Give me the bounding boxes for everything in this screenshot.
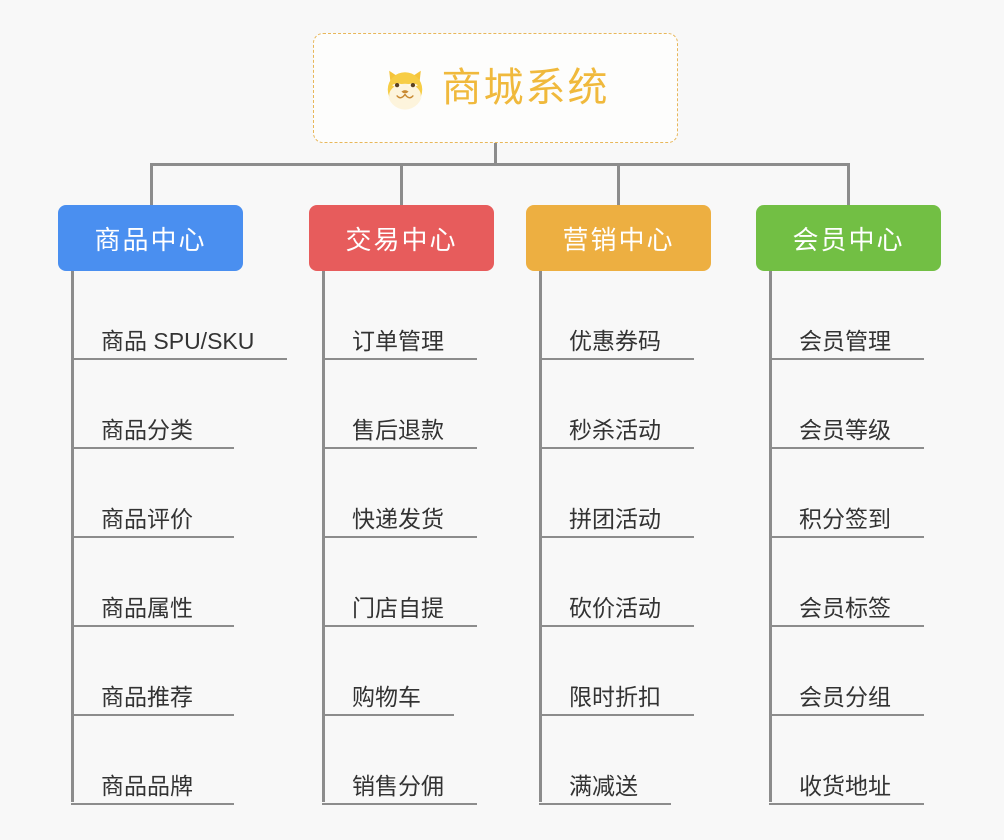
leaf-underline xyxy=(769,358,924,360)
leaf-label: 商品推荐 xyxy=(101,683,193,710)
connector-drop-4 xyxy=(847,163,850,208)
leaf-item[interactable]: 商品分类 xyxy=(71,360,243,449)
root-title: 商城系统 xyxy=(441,66,610,110)
category-header-4-label: 会员中心 xyxy=(792,224,905,255)
leaf-item[interactable]: 满减送 xyxy=(539,716,711,805)
connector-root-stem xyxy=(494,143,497,165)
leaf-item[interactable]: 商品推荐 xyxy=(71,627,243,716)
branch-column-4: 会员中心 会员管理 会员等级 积分签到 会员标签 会员分组 xyxy=(756,205,941,805)
leaf-label: 商品 SPU/SKU xyxy=(101,327,255,354)
leaf-item[interactable]: 优惠券码 xyxy=(539,271,711,360)
leaf-item[interactable]: 商品 SPU/SKU xyxy=(71,271,287,360)
leaf-label: 会员等级 xyxy=(799,416,891,443)
leaf-label: 商品分类 xyxy=(101,416,193,443)
leaf-item[interactable]: 销售分佣 xyxy=(322,716,494,805)
leaf-label: 购物车 xyxy=(352,683,421,710)
leaf-label: 会员管理 xyxy=(799,327,891,354)
leaf-label: 优惠券码 xyxy=(569,327,661,354)
leaf-underline xyxy=(71,625,234,627)
leaf-label: 砍价活动 xyxy=(569,594,661,621)
leaf-underline xyxy=(71,714,234,716)
leaf-item[interactable]: 会员管理 xyxy=(769,271,941,360)
leaf-label: 销售分佣 xyxy=(352,772,444,799)
leaf-item[interactable]: 快递发货 xyxy=(322,449,494,538)
connector-drop-1 xyxy=(150,163,153,208)
leaf-underline xyxy=(539,803,671,805)
leaf-underline xyxy=(769,803,924,805)
leaf-label: 满减送 xyxy=(569,772,638,799)
leaf-label: 会员标签 xyxy=(799,594,891,621)
branch-column-1: 商品中心 商品 SPU/SKU 商品分类 商品评价 商品属性 商品推荐 xyxy=(58,205,287,805)
leaf-item[interactable]: 砍价活动 xyxy=(539,538,711,627)
leaf-label: 快递发货 xyxy=(352,505,444,532)
leaf-underline xyxy=(322,536,477,538)
leaf-label: 会员分组 xyxy=(799,683,891,710)
leaf-list-4: 会员管理 会员等级 积分签到 会员标签 会员分组 收货地址 xyxy=(769,271,941,805)
leaf-underline xyxy=(322,714,454,716)
leaf-list-2: 订单管理 售后退款 快递发货 门店自提 购物车 销售分佣 xyxy=(322,271,494,805)
leaf-list-1: 商品 SPU/SKU 商品分类 商品评价 商品属性 商品推荐 商品品牌 xyxy=(71,271,287,805)
leaf-list-3: 优惠券码 秒杀活动 拼团活动 砍价活动 限时折扣 满减送 xyxy=(539,271,711,805)
leaf-label: 商品属性 xyxy=(101,594,193,621)
leaf-item[interactable]: 商品品牌 xyxy=(71,716,243,805)
leaf-underline xyxy=(322,803,477,805)
leaf-item[interactable]: 商品评价 xyxy=(71,449,243,538)
leaf-label: 商品品牌 xyxy=(101,772,193,799)
leaf-label: 订单管理 xyxy=(352,327,444,354)
leaf-item[interactable]: 积分签到 xyxy=(769,449,941,538)
connector-drop-3 xyxy=(617,163,620,208)
leaf-underline xyxy=(769,714,924,716)
category-header-1[interactable]: 商品中心 xyxy=(58,205,243,271)
branch-column-2: 交易中心 订单管理 售后退款 快递发货 门店自提 购物车 xyxy=(309,205,494,805)
leaf-underline xyxy=(71,358,287,360)
leaf-item[interactable]: 秒杀活动 xyxy=(539,360,711,449)
leaf-item[interactable]: 门店自提 xyxy=(322,538,494,627)
category-header-2[interactable]: 交易中心 xyxy=(309,205,494,271)
leaf-underline xyxy=(539,625,694,627)
leaf-label: 限时折扣 xyxy=(569,683,661,710)
leaf-item[interactable]: 售后退款 xyxy=(322,360,494,449)
connector-horizontal-bar xyxy=(150,163,850,166)
leaf-label: 商品评价 xyxy=(101,505,193,532)
leaf-underline xyxy=(769,536,924,538)
leaf-underline xyxy=(769,625,924,627)
leaf-underline xyxy=(539,358,694,360)
leaf-label: 积分签到 xyxy=(799,505,891,532)
category-header-4[interactable]: 会员中心 xyxy=(756,205,941,271)
leaf-underline xyxy=(71,536,234,538)
leaf-label: 秒杀活动 xyxy=(569,416,661,443)
branch-column-3: 营销中心 优惠券码 秒杀活动 拼团活动 砍价活动 限时折扣 xyxy=(526,205,711,805)
leaf-label: 门店自提 xyxy=(352,594,444,621)
shiba-dog-face-icon xyxy=(382,65,428,111)
leaf-label: 售后退款 xyxy=(352,416,444,443)
leaf-item[interactable]: 会员标签 xyxy=(769,538,941,627)
leaf-underline xyxy=(769,447,924,449)
leaf-label: 收货地址 xyxy=(799,772,891,799)
category-header-1-label: 商品中心 xyxy=(94,224,207,255)
leaf-underline xyxy=(539,536,694,538)
leaf-item[interactable]: 会员等级 xyxy=(769,360,941,449)
connector-drop-2 xyxy=(400,163,403,208)
leaf-underline xyxy=(322,447,477,449)
category-header-2-label: 交易中心 xyxy=(345,224,458,255)
category-header-3-label: 营销中心 xyxy=(562,224,675,255)
leaf-item[interactable]: 商品属性 xyxy=(71,538,243,627)
leaf-label: 拼团活动 xyxy=(569,505,661,532)
leaf-item[interactable]: 收货地址 xyxy=(769,716,941,805)
leaf-underline xyxy=(71,803,234,805)
leaf-underline xyxy=(322,625,477,627)
leaf-underline xyxy=(539,447,694,449)
leaf-underline xyxy=(322,358,477,360)
leaf-item[interactable]: 限时折扣 xyxy=(539,627,711,716)
leaf-item[interactable]: 拼团活动 xyxy=(539,449,711,538)
leaf-underline xyxy=(539,714,694,716)
leaf-item[interactable]: 订单管理 xyxy=(322,271,494,360)
category-header-3[interactable]: 营销中心 xyxy=(526,205,711,271)
root-node[interactable]: 商城系统 xyxy=(313,33,678,143)
leaf-item[interactable]: 购物车 xyxy=(322,627,494,716)
leaf-item[interactable]: 会员分组 xyxy=(769,627,941,716)
leaf-underline xyxy=(71,447,234,449)
